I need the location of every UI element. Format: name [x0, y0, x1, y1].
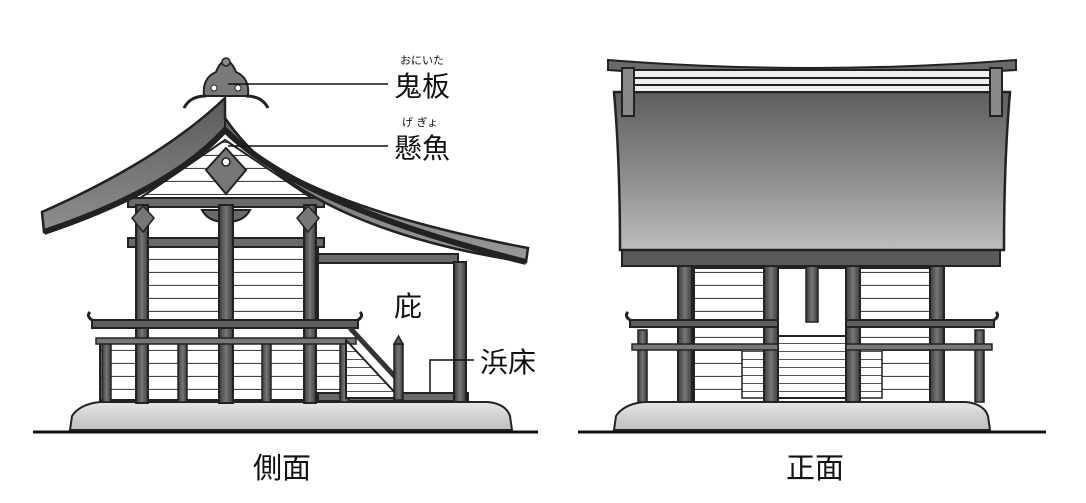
side-railing-curl-right — [357, 310, 364, 322]
front-railing-left-top — [629, 319, 779, 328]
front-short-post — [974, 329, 985, 403]
hisashi-label: 庇 — [394, 290, 422, 323]
front-view-caption: 正面 — [786, 451, 844, 485]
front-railing-curl-left — [624, 310, 631, 322]
onita-wing-left — [182, 94, 207, 109]
side-railing-top — [91, 319, 359, 329]
onita-ruby: おにいた — [400, 54, 444, 67]
side-post — [218, 204, 234, 404]
front-railing-left-mid — [631, 343, 779, 351]
side-short-post — [101, 339, 112, 403]
front-railing-curl-right — [993, 310, 1000, 322]
front-view: 正面 — [578, 58, 1046, 485]
onita-wing-right — [245, 94, 270, 109]
front-post — [677, 261, 693, 403]
front-stone-base — [612, 401, 992, 431]
side-short-post — [261, 339, 272, 403]
side-stairs — [345, 337, 403, 399]
onita-top-knob — [221, 57, 231, 67]
front-post — [929, 261, 945, 403]
front-center-post — [805, 261, 819, 323]
gegyo-ruby: げ ぎょ — [402, 115, 438, 129]
side-railing-curl-left — [86, 310, 93, 322]
gegyo-ornament — [204, 146, 248, 196]
side-view-caption: 側面 — [253, 451, 311, 485]
side-hisashi-beam — [317, 253, 459, 264]
side-stone-base — [68, 401, 514, 431]
onita-ornament-dot — [210, 84, 218, 92]
front-short-post — [637, 329, 648, 403]
front-railing-right-top — [845, 319, 995, 328]
side-hisashi-post — [453, 261, 467, 403]
side-view: おにいた 鬼板 げ ぎょ 懸魚 庇 浜床 側面 — [33, 54, 538, 485]
side-short-post — [177, 339, 188, 403]
side-post — [303, 204, 317, 404]
front-wall-right — [857, 267, 931, 403]
front-railing-right-mid — [845, 343, 993, 351]
side-stair-rail — [348, 326, 400, 382]
front-ridge-end-left — [621, 67, 635, 117]
front-ridge-band — [621, 69, 1003, 93]
side-stair-post-cap — [392, 334, 405, 345]
gegyo-label: 懸魚 — [394, 132, 450, 165]
front-ridge-end-right — [989, 67, 1003, 117]
gegyo-center — [221, 157, 231, 167]
front-roof — [612, 90, 1012, 252]
hamayuka-label: 浜床 — [480, 346, 536, 379]
onita-label: 鬼板 — [394, 70, 450, 103]
front-post — [763, 261, 779, 403]
hamayuka-leader-line — [429, 359, 474, 392]
side-railing-mid — [95, 337, 357, 345]
front-eave-brackets — [621, 249, 1001, 267]
side-roof-fascia — [43, 125, 527, 265]
gable-ornament-left — [131, 204, 155, 234]
gable-ornament-right — [296, 204, 320, 234]
front-post — [845, 261, 861, 403]
front-stairs — [777, 335, 847, 399]
side-stair-post — [393, 343, 404, 401]
onita-ornament-dot — [234, 84, 242, 92]
side-post — [135, 204, 149, 404]
